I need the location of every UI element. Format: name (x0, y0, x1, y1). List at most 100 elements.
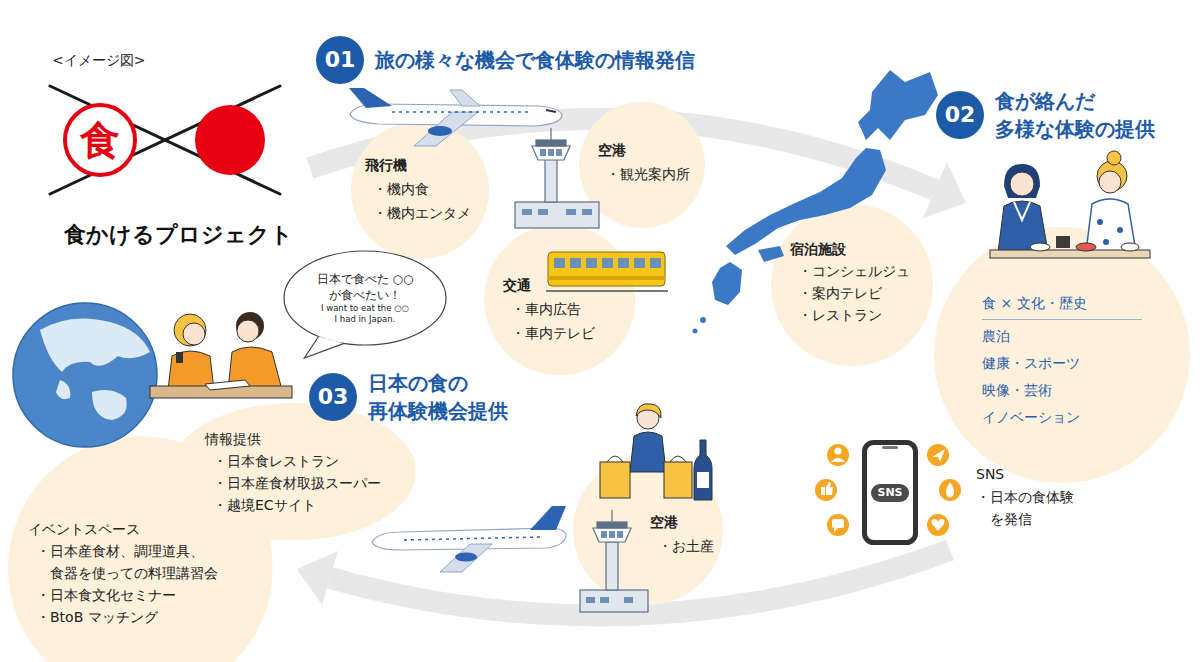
airplane (414, 112, 478, 146)
logo-cross (50, 86, 280, 194)
node-content: 空港・観光案内所 (598, 138, 690, 186)
flow-arc (923, 162, 966, 218)
airplane (372, 528, 566, 550)
control-tower (617, 531, 623, 538)
control-tower (515, 202, 599, 228)
bullet-item: ・レストラン (798, 304, 910, 326)
circle-heading: 情報提供 (205, 428, 381, 450)
speech-translation: I want to eat the ○○ I had in Japan. (320, 303, 411, 325)
control-tower (538, 209, 548, 215)
diners (1099, 171, 1121, 193)
control-tower (601, 531, 607, 538)
airplane (455, 553, 477, 562)
speech-text: 日本で食べた ○○が食べたい！ (305, 271, 425, 303)
diners (1056, 236, 1070, 248)
globe (13, 303, 157, 447)
train (554, 258, 565, 268)
globe (56, 380, 70, 399)
train (554, 258, 661, 268)
train (650, 258, 661, 268)
control-tower (586, 531, 633, 603)
theme-heading: 食 × 文化・歴史 (982, 290, 1142, 320)
globe (92, 390, 127, 420)
train (546, 252, 668, 291)
train (618, 258, 629, 268)
airplane (450, 90, 480, 106)
shopper (600, 462, 630, 498)
sns-icons (815, 444, 961, 536)
bullet-item: ・越境ECサイト (213, 494, 381, 516)
theme-circle: 食 × 文化・歴史農泊健康・スポーツ映像・芸術イノベーション (934, 227, 1190, 483)
globe (40, 318, 150, 372)
project-title: 食かけるプロジェクト (64, 220, 293, 250)
couple (228, 347, 282, 390)
node-content: 空港・お土産 (650, 510, 714, 558)
node-content: 食 × 文化・歴史農泊健康・スポーツ映像・芸術イノベーション (982, 290, 1142, 431)
speech-bubble-tail (304, 337, 344, 358)
shopper (607, 456, 623, 462)
diners (1103, 239, 1109, 245)
circle-heading: 宿泊施設 (790, 238, 910, 260)
theme-item: 健康・スポーツ (982, 350, 1142, 377)
airplane (428, 126, 452, 136)
sns-icon-glyphs (832, 519, 844, 528)
bullet-item: ・車内広告 (511, 297, 595, 321)
circle-heading: 飛行機 (365, 153, 471, 177)
train (548, 252, 665, 286)
diners (1076, 243, 1096, 251)
japan-map (758, 246, 784, 262)
sns-badge-text: SNS (871, 484, 908, 502)
train (548, 276, 665, 280)
step-heading: 日本の食の 再体験機会提供 (368, 369, 513, 425)
couple (168, 351, 214, 390)
control-tower (536, 140, 566, 146)
control-tower (540, 149, 546, 156)
node-content: 食 (63, 103, 137, 177)
circle-ground (579, 102, 705, 228)
sns-icon-glyphs (821, 487, 825, 495)
diners (1121, 243, 1139, 251)
shopper (697, 472, 709, 488)
japan-map (726, 148, 886, 255)
bullet-item: ・車内テレビ (511, 321, 595, 345)
node-content: 飛行機・機内食・機内エンタメ (365, 153, 471, 225)
info-circle: 宿泊施設・コンシェルジュ・案内テレビ・レストラン (771, 204, 933, 366)
couple (176, 352, 183, 363)
control-tower (611, 510, 612, 522)
circle-ground (484, 224, 635, 375)
diners (1107, 151, 1121, 165)
shopper (636, 404, 661, 418)
diners (1004, 164, 1040, 198)
shopper (637, 407, 659, 429)
train (546, 290, 668, 292)
step-badge: 03日本の食の 再体験機会提供 (309, 369, 513, 425)
circle-ground (8, 436, 273, 662)
control-tower (515, 128, 599, 228)
diners (998, 201, 1048, 252)
shopper (630, 432, 666, 472)
sns-icon-glyphs (826, 482, 833, 495)
sns-icon-glyphs (931, 519, 944, 531)
shopper (600, 404, 712, 500)
couple (174, 314, 206, 346)
step-heading: 食が絡んだ 多様な体験の提供 (995, 87, 1165, 143)
flow-arc (297, 551, 338, 605)
couple (183, 323, 205, 345)
couple (205, 380, 250, 390)
phone-body (865, 443, 916, 543)
bullet-item: ・コンシェルジュ (798, 260, 910, 282)
circle-ground (573, 455, 723, 605)
control-tower (522, 149, 592, 215)
node-content: 01旅の様々な機会で食体験の情報発信 (316, 36, 695, 84)
circle-ground (771, 204, 933, 366)
control-tower (586, 597, 595, 603)
sns-icons (939, 479, 961, 501)
circle-heading: 空港 (650, 510, 714, 534)
diners (1086, 199, 1136, 252)
couple (236, 312, 264, 340)
japan-map (693, 70, 939, 334)
node-shape (573, 455, 723, 605)
airplane (349, 88, 392, 108)
control-tower (580, 510, 648, 612)
control-tower (624, 597, 633, 603)
